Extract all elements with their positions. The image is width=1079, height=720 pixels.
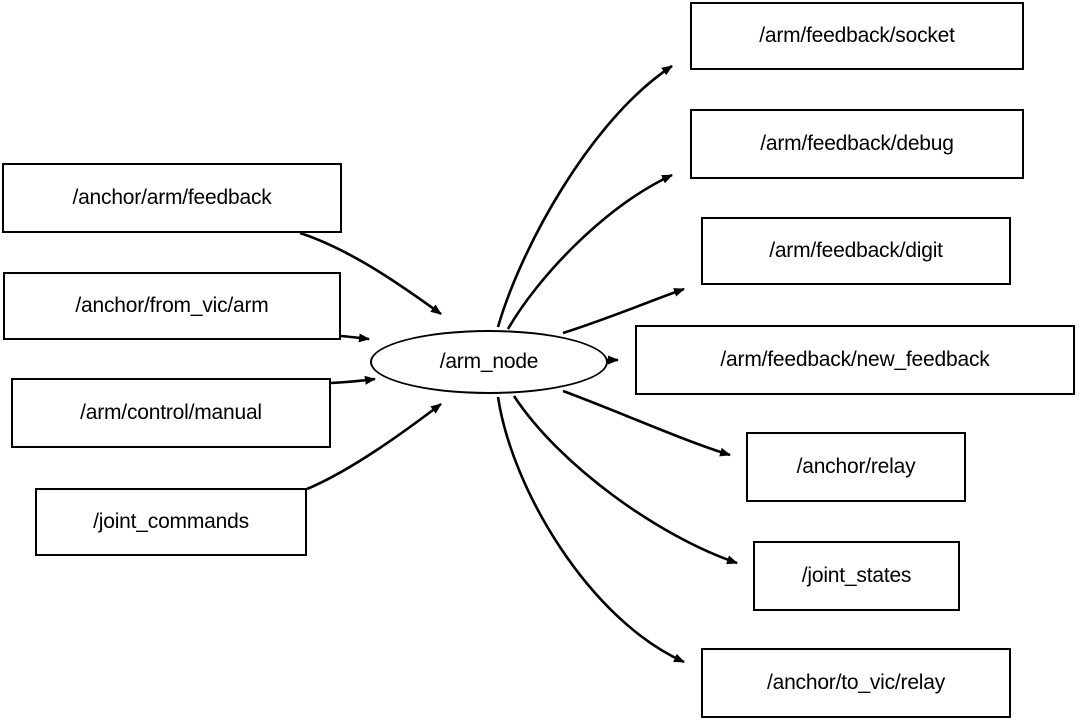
edge-arm-node-to-arm-feedback-socket: [496, 64, 673, 328]
topic-label: /anchor/relay: [796, 455, 916, 478]
edge-arm-control-manual-to-arm-node: [330, 375, 376, 385]
topic-label: /joint_commands: [93, 510, 249, 533]
topic-node-arm-feedback-debug[interactable]: /arm/feedback/debug: [690, 109, 1024, 179]
edge-anchor-arm-feedback-to-arm-node: [299, 231, 442, 316]
topic-label: /anchor/from_vic/arm: [75, 294, 269, 317]
topic-label: /arm/feedback/debug: [760, 132, 954, 155]
topic-node-arm-feedback-socket[interactable]: /arm/feedback/socket: [690, 2, 1024, 70]
edge-arm-node-to-arm-feedback-debug: [506, 173, 673, 330]
topic-node-arm-feedback-new-feedback[interactable]: /arm/feedback/new_feedback: [635, 325, 1075, 395]
topic-node-arm-feedback-digit[interactable]: /arm/feedback/digit: [701, 217, 1011, 285]
topic-node-anchor-to-vic-relay[interactable]: /anchor/to_vic/relay: [701, 648, 1011, 718]
topic-label: /arm/feedback/digit: [769, 239, 943, 262]
topic-node-anchor-arm-feedback[interactable]: /anchor/arm/feedback: [2, 163, 342, 233]
topic-node-arm-control-manual[interactable]: /arm/control/manual: [11, 378, 331, 448]
edge-joint-commands-to-arm-node: [306, 402, 442, 491]
edge-anchor-from-vic-arm-to-arm-node: [340, 333, 370, 343]
topic-node-anchor-from-vic-arm[interactable]: /anchor/from_vic/arm: [3, 272, 341, 340]
topic-label: /anchor/to_vic/relay: [766, 671, 946, 694]
topic-node-joint-commands[interactable]: /joint_commands: [35, 488, 307, 556]
edge-arm-node-to-anchor-relay: [562, 389, 731, 457]
topic-label: /arm/feedback/new_feedback: [720, 348, 990, 371]
node-label: /arm_node: [439, 350, 539, 373]
edge-arm-node-to-joint-states: [512, 395, 738, 565]
topic-label: /arm/feedback/socket: [759, 24, 955, 47]
topic-node-anchor-relay[interactable]: /anchor/relay: [746, 432, 966, 502]
topic-label: /joint_states: [801, 564, 912, 587]
topic-node-joint-states[interactable]: /joint_states: [753, 541, 960, 611]
topic-label: /arm/control/manual: [80, 401, 262, 424]
edge-arm-node-to-anchor-to-vic-relay: [496, 396, 685, 664]
edge-arm-node-to-arm-feedback-digit: [562, 287, 685, 335]
topic-label: /anchor/arm/feedback: [72, 186, 272, 209]
node-arm-node[interactable]: /arm_node: [370, 330, 608, 394]
